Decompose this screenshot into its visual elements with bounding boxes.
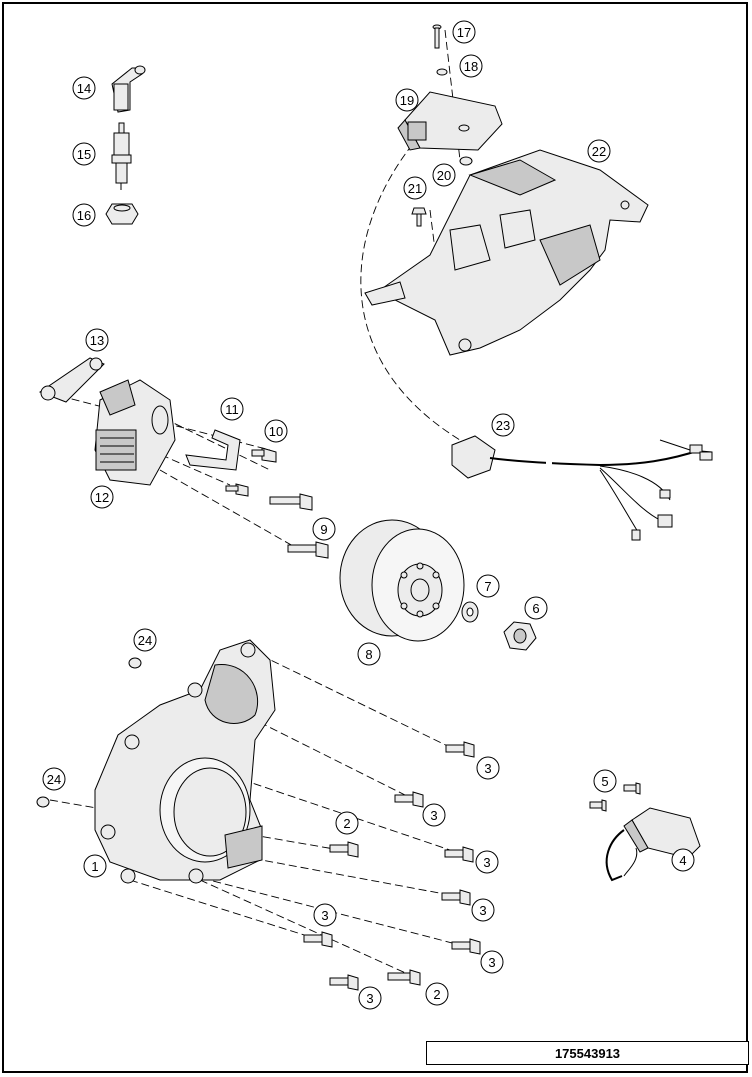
- callout-24: 24: [133, 628, 157, 652]
- callout-8: 8: [357, 642, 381, 666]
- callout-15: 15: [72, 142, 96, 166]
- electronics-holder: [364, 149, 649, 356]
- drawing-number: 175543913: [426, 1041, 749, 1065]
- callout-14: 14: [72, 76, 96, 100]
- svg-text:3: 3: [483, 855, 490, 870]
- screws-5: [589, 782, 641, 812]
- svg-text:17: 17: [457, 25, 471, 40]
- callout-5: 5: [593, 769, 617, 793]
- svg-text:23: 23: [496, 418, 510, 433]
- cover-screws: [303, 741, 481, 991]
- drawing-number-text: 175543913: [554, 1045, 621, 1061]
- callout-3: 3: [313, 903, 337, 927]
- svg-text:3: 3: [488, 955, 495, 970]
- svg-text:3: 3: [430, 808, 437, 823]
- svg-text:6: 6: [532, 601, 539, 616]
- spark-plug-cap: [111, 65, 146, 113]
- wiring-harness: [451, 435, 713, 541]
- screw-21: [411, 207, 427, 227]
- callout-2: 2: [425, 982, 449, 1006]
- callout-3: 3: [471, 898, 495, 922]
- callout-2: 2: [335, 811, 359, 835]
- callout-20: 20: [432, 163, 456, 187]
- svg-text:4: 4: [679, 853, 686, 868]
- callout-7: 7: [476, 574, 500, 598]
- svg-text:3: 3: [484, 761, 491, 776]
- stator-screw: [225, 483, 249, 497]
- svg-text:20: 20: [437, 168, 451, 183]
- svg-text:3: 3: [321, 908, 328, 923]
- callout-16: 16: [72, 203, 96, 227]
- svg-text:24: 24: [138, 633, 152, 648]
- plug-24a: [128, 657, 142, 669]
- grommet-20: [459, 156, 473, 166]
- svg-text:9: 9: [320, 522, 327, 537]
- callout-6: 6: [524, 596, 548, 620]
- plug-24b: [36, 796, 50, 808]
- callout-21: 21: [403, 176, 427, 200]
- flywheel-rotor: [339, 519, 465, 642]
- svg-text:21: 21: [408, 181, 422, 196]
- svg-text:12: 12: [95, 490, 109, 505]
- callout-3: 3: [422, 803, 446, 827]
- svg-text:24: 24: [47, 772, 61, 787]
- callout-17: 17: [452, 20, 476, 44]
- callout-19: 19: [395, 88, 419, 112]
- callout-23: 23: [491, 413, 515, 437]
- svg-text:1: 1: [91, 859, 98, 874]
- washer-7: [461, 601, 479, 623]
- callout-4: 4: [671, 848, 695, 872]
- svg-text:13: 13: [90, 333, 104, 348]
- svg-text:3: 3: [479, 903, 486, 918]
- callout-3: 3: [476, 756, 500, 780]
- svg-text:3: 3: [366, 991, 373, 1006]
- svg-text:2: 2: [343, 816, 350, 831]
- callout-3: 3: [475, 850, 499, 874]
- pickup-bracket: [38, 357, 105, 403]
- svg-text:7: 7: [484, 579, 491, 594]
- callout-3: 3: [480, 950, 504, 974]
- seal-ring: [105, 203, 139, 225]
- svg-text:16: 16: [77, 208, 91, 223]
- screw-10: [251, 447, 277, 463]
- svg-text:5: 5: [601, 774, 608, 789]
- stator: [94, 379, 176, 486]
- callout-12: 12: [90, 485, 114, 509]
- callout-3: 3: [358, 986, 382, 1010]
- ignition-coil: [605, 807, 701, 882]
- screws-9: [269, 493, 329, 559]
- callout-22: 22: [587, 139, 611, 163]
- svg-text:18: 18: [464, 59, 478, 74]
- screw-17: [432, 24, 442, 49]
- washer-18: [436, 68, 448, 76]
- svg-text:15: 15: [77, 147, 91, 162]
- svg-text:8: 8: [365, 647, 372, 662]
- callout-1: 1: [83, 854, 107, 878]
- callout-24: 24: [42, 767, 66, 791]
- svg-text:14: 14: [77, 81, 91, 96]
- callout-11: 11: [220, 397, 244, 421]
- flywheel-nut: [503, 621, 537, 651]
- callout-labels: 1 2 2 3 3 3 3 3 3 3 4 5 6 7 8 9 10 11 12…: [42, 20, 695, 1010]
- svg-text:10: 10: [269, 424, 283, 439]
- svg-text:22: 22: [592, 144, 606, 159]
- callout-9: 9: [312, 517, 336, 541]
- spark-plug: [111, 122, 132, 190]
- cable-clamp: [185, 429, 241, 471]
- ignition-cover: [94, 639, 276, 884]
- svg-text:19: 19: [400, 93, 414, 108]
- callout-10: 10: [264, 419, 288, 443]
- svg-text:11: 11: [225, 402, 239, 417]
- callout-13: 13: [85, 328, 109, 352]
- control-unit: [397, 91, 503, 151]
- svg-text:2: 2: [433, 987, 440, 1002]
- callout-18: 18: [459, 54, 483, 78]
